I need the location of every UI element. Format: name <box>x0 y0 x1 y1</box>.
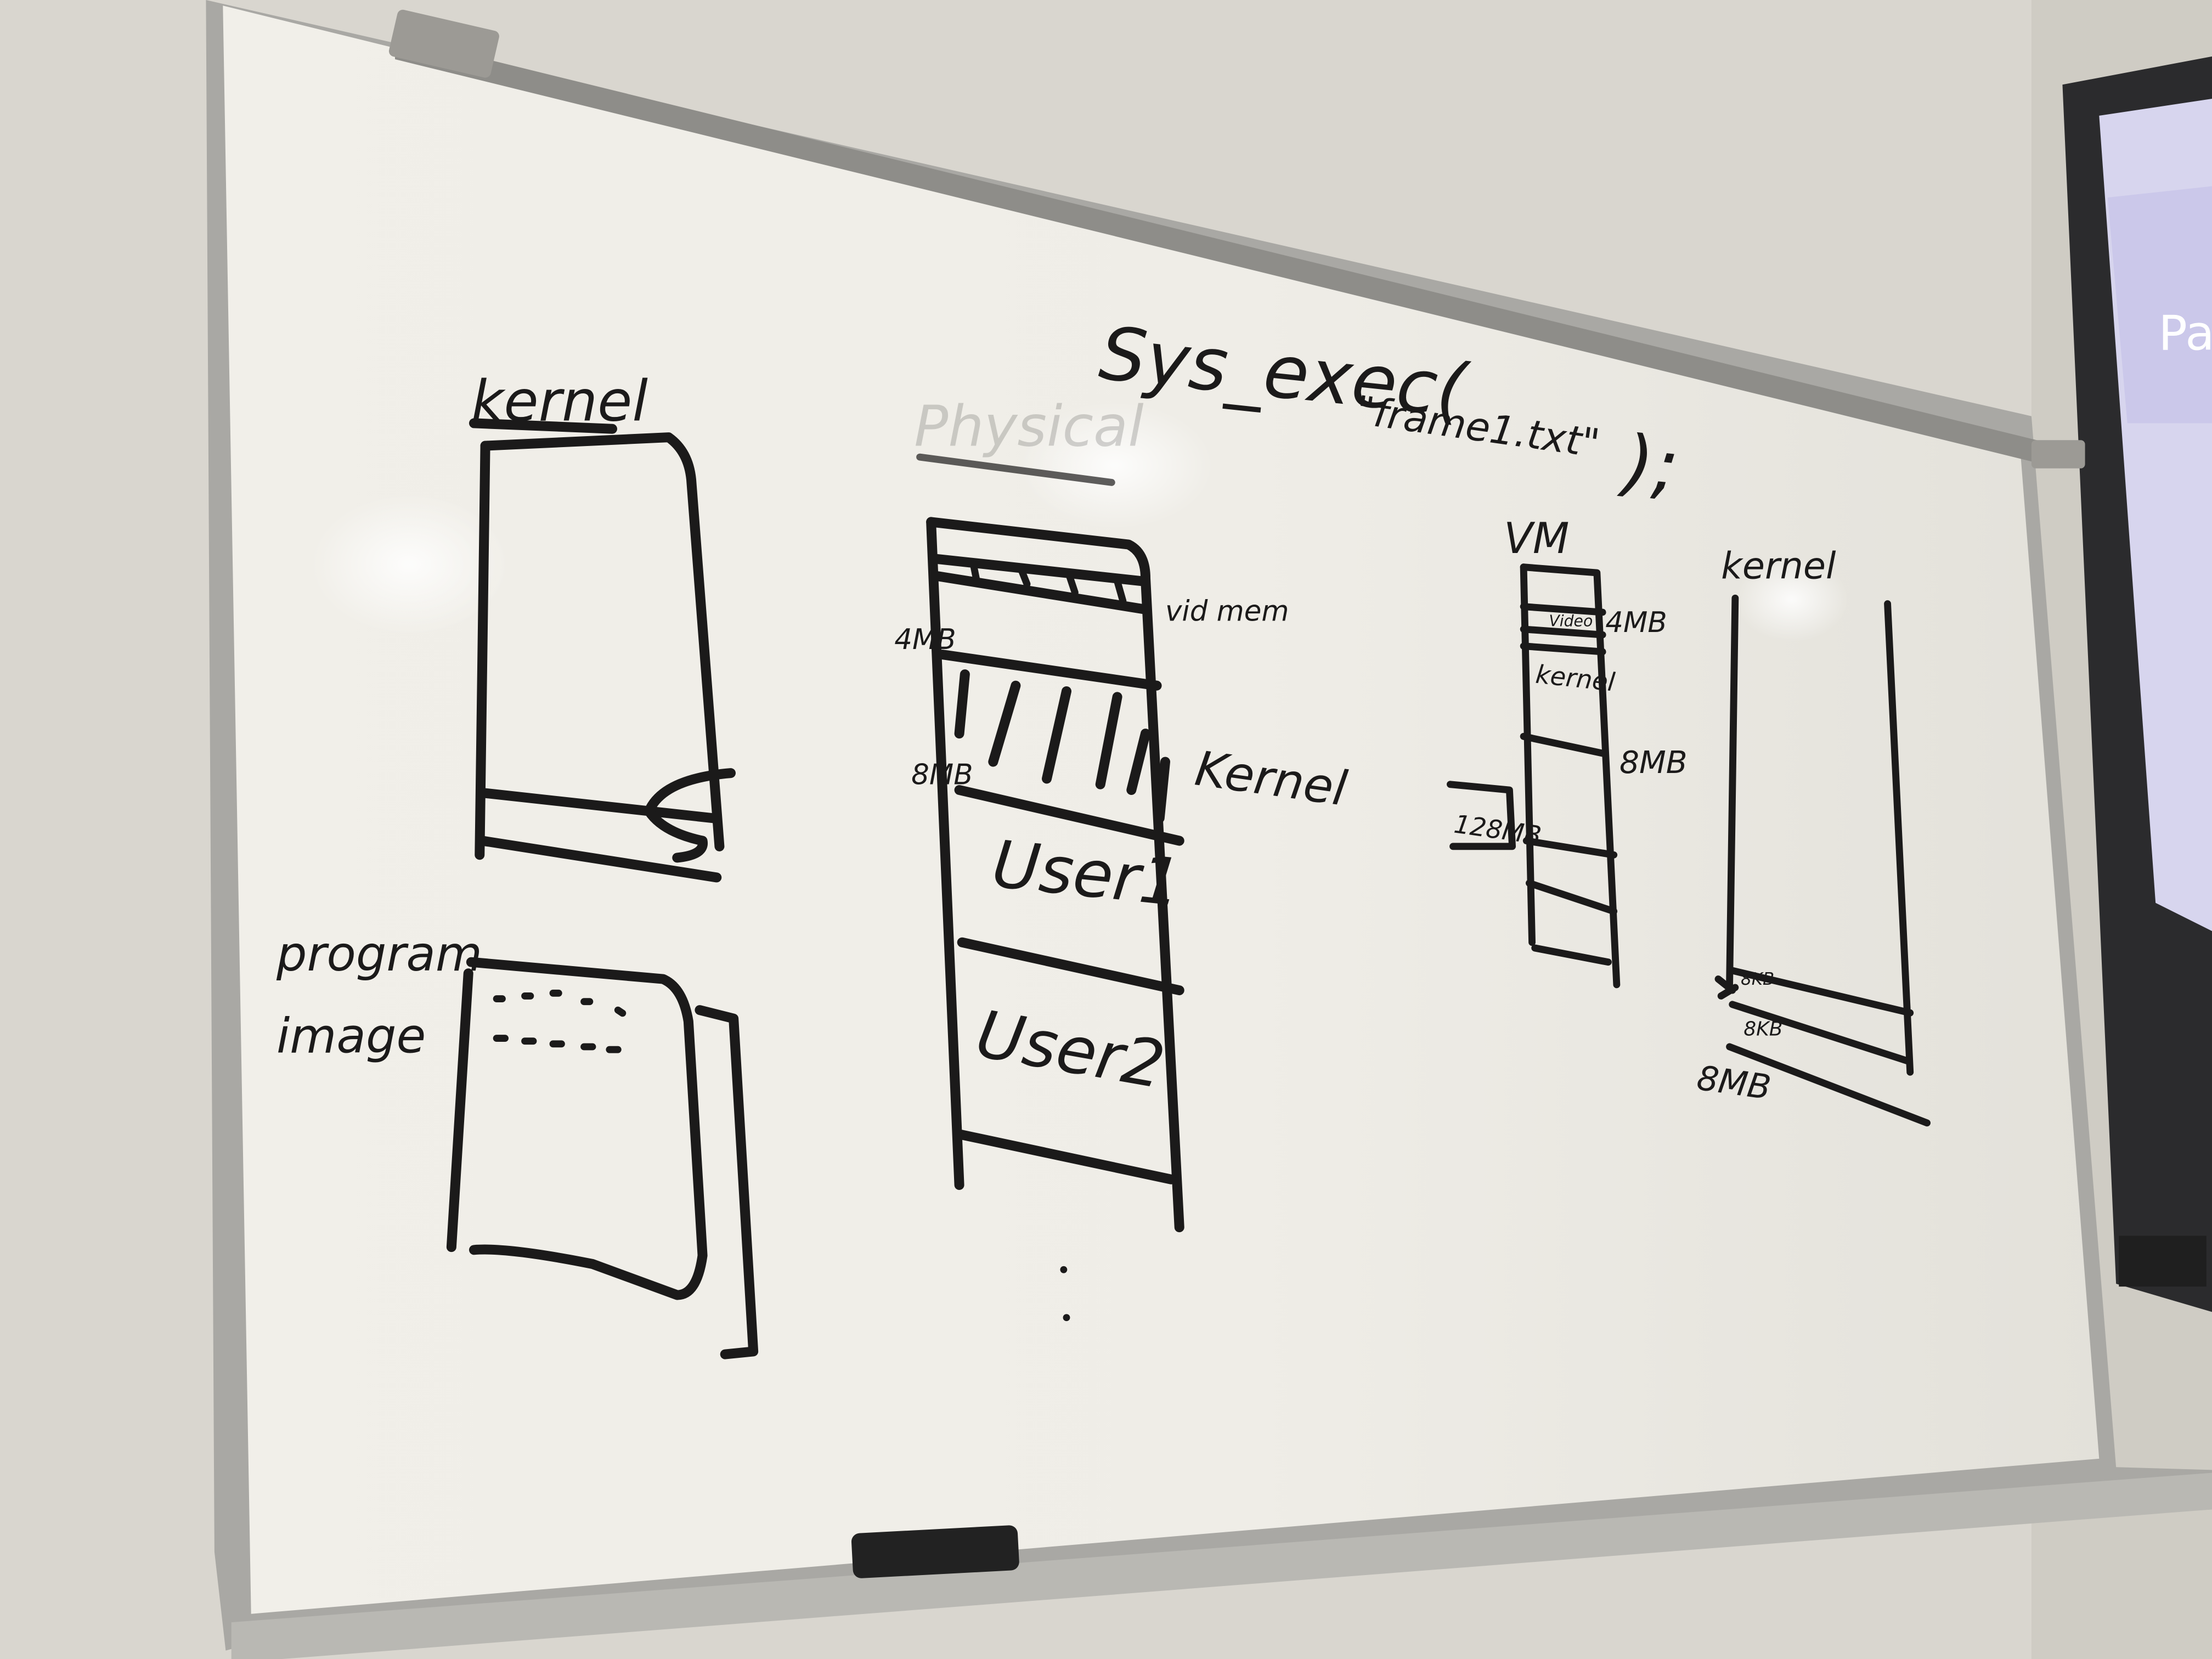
rail-clip <box>388 9 499 78</box>
rail-clip <box>2031 440 2085 469</box>
vm-mark-4mb: 4MB <box>1605 606 1667 639</box>
vm-video-label: Video <box>1549 612 1593 630</box>
light-glare <box>1735 557 1848 642</box>
mark-4mb: 4MB <box>894 623 956 656</box>
kernel-diagram: kernel <box>469 369 736 883</box>
virtual-memory-diagram: VM Video 4MB kernel 8MB 128MB <box>1447 514 1688 989</box>
top-rail <box>395 36 2060 469</box>
physical-title-smudged: Physical <box>914 394 1144 460</box>
mark-8mb: 8MB <box>911 759 973 792</box>
eraser <box>851 1525 1019 1578</box>
kernel-stack-mark-8kb-b: 8KB <box>1743 1018 1782 1040</box>
kernel-stack-title: kernel <box>1721 544 1836 587</box>
kernel-stack-diagram: kernel 8KB 8KB 8MB <box>1695 544 1931 1127</box>
vm-mark-8mb: 8MB <box>1620 744 1688 781</box>
kernel-stack-mark-8kb-a: 8KB <box>1741 969 1774 989</box>
marker-tray <box>231 1472 2212 1659</box>
video-mem-label: vid mem <box>1165 595 1289 628</box>
light-glare <box>310 494 508 635</box>
program-label-line1: program <box>276 926 482 982</box>
screen-bracket <box>2119 1235 2207 1287</box>
slide-text: Pa <box>2158 306 2212 362</box>
light-glare <box>1015 402 1214 529</box>
program-image: program image <box>276 926 759 1359</box>
projector-screen: Pa <box>2062 56 2212 1312</box>
program-label-line2: image <box>276 1008 426 1064</box>
vm-title: VM <box>1504 514 1569 563</box>
